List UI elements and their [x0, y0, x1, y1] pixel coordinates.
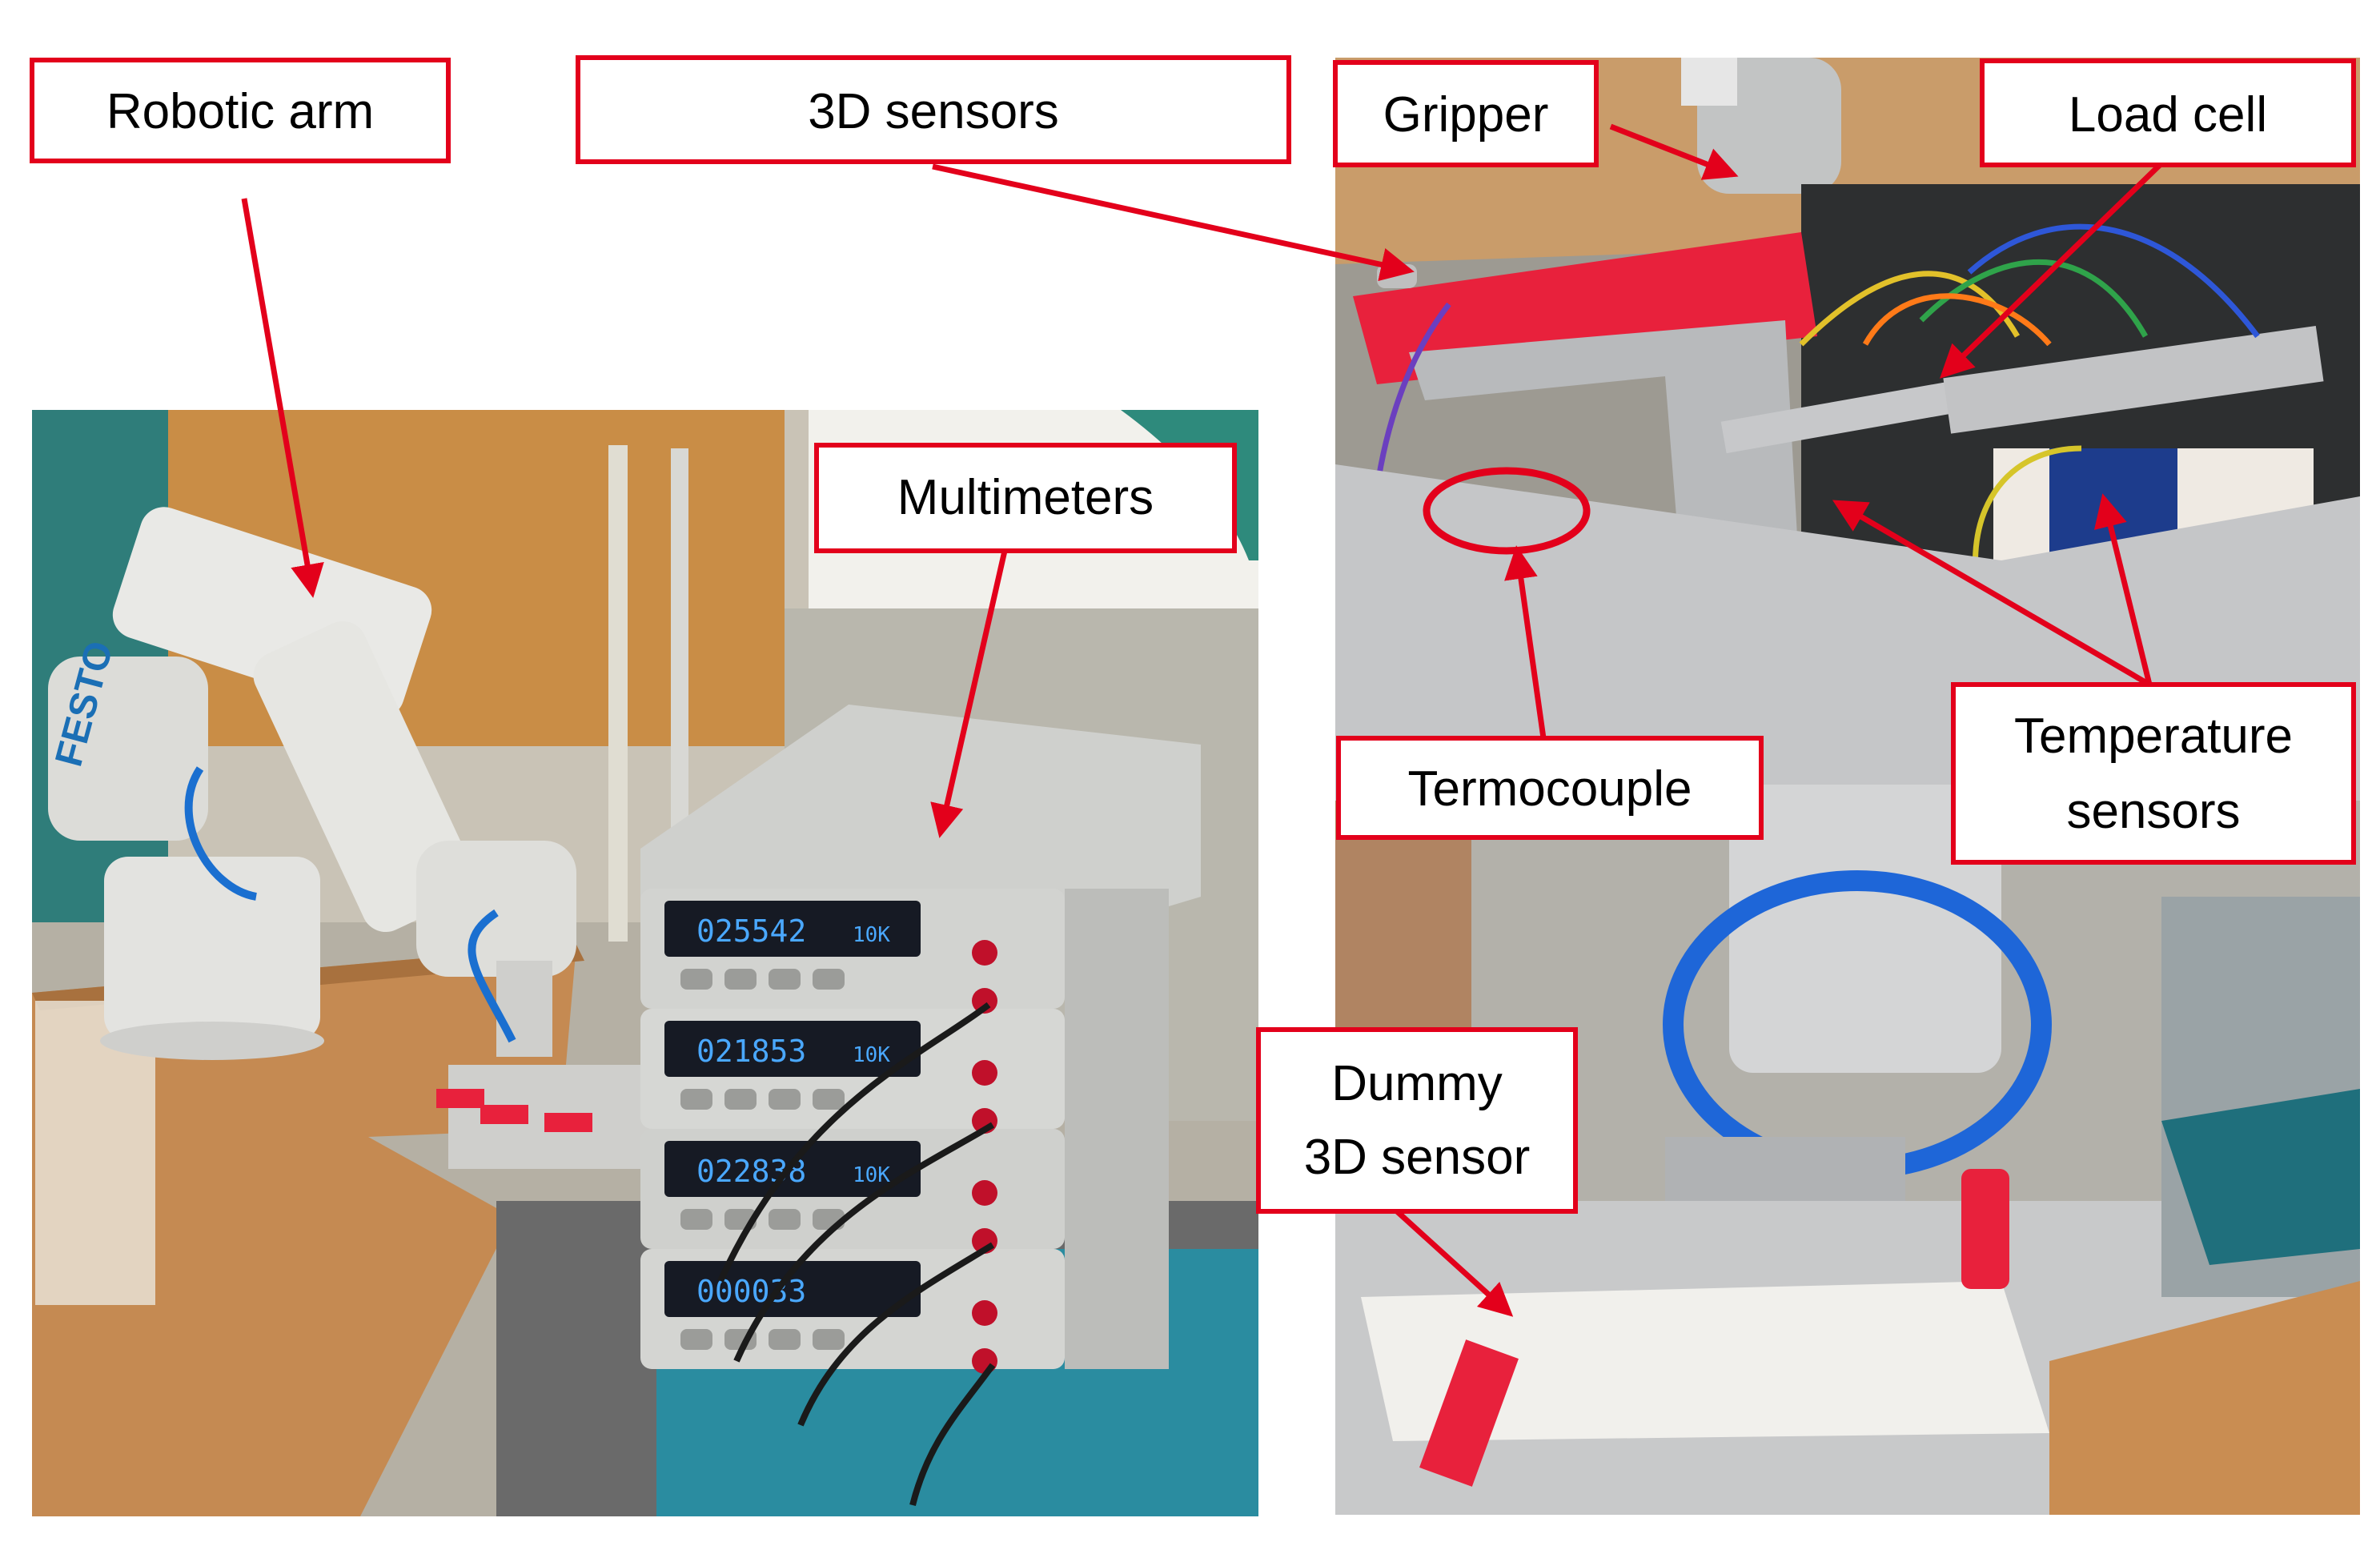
arrow-robotic-arm — [241, 198, 324, 598]
label-robotic-arm: Robotic arm — [30, 58, 451, 163]
label-dummy-3d-sensor-line2: 3D sensor — [1304, 1130, 1531, 1185]
label-load-cell-text: Load cell — [2069, 87, 2267, 143]
left-photo: FESTO 025542 10K 021853 10K 0 — [32, 410, 1258, 1516]
label-robotic-arm-text: Robotic arm — [106, 84, 374, 139]
arrow-3d-sensors — [932, 163, 1415, 282]
arrow-load-cell — [1939, 163, 2162, 379]
multimeter-range: 10K — [853, 923, 890, 947]
label-termocouple-text: Termocouple — [1408, 761, 1692, 817]
label-multimeters: Multimeters — [814, 443, 1237, 553]
label-dummy-3d-sensor-line1: Dummy — [1331, 1056, 1503, 1111]
label-temperature-sensors: Temperature sensors — [1951, 682, 2356, 865]
label-dummy-3d-sensor: Dummy 3D sensor — [1256, 1027, 1578, 1214]
arrow-temperature-sensors-2 — [2093, 493, 2153, 685]
multimeter-readout: 025542 — [696, 914, 806, 949]
label-temperature-sensors-line2: sensors — [2066, 784, 2240, 839]
label-gripper-text: Gripper — [1383, 87, 1549, 143]
label-gripper: Gripper — [1333, 60, 1599, 167]
multimeter-readout: 000033 — [696, 1274, 806, 1309]
arrow-dummy-3d-sensor — [1395, 1209, 1514, 1317]
arrow-multimeters — [930, 550, 1008, 838]
arrow-termocouple — [1504, 545, 1547, 739]
label-3d-sensors-text: 3D sensors — [808, 84, 1059, 139]
label-multimeters-text: Multimeters — [897, 470, 1154, 525]
arrow-temperature-sensors-1 — [1832, 500, 2151, 688]
label-3d-sensors: 3D sensors — [576, 55, 1291, 164]
multimeter-stack: 025542 10K 021853 10K 022838 10K 000033 — [640, 705, 1201, 1506]
multimeter-range: 10K — [853, 1043, 890, 1067]
label-termocouple: Termocouple — [1336, 736, 1764, 840]
label-load-cell: Load cell — [1980, 58, 2356, 167]
annotation-arrows — [241, 123, 2162, 1317]
multimeter-range: 10K — [853, 1163, 890, 1187]
arrow-gripper — [1609, 123, 1739, 180]
multimeter-readout: 021853 — [696, 1034, 806, 1069]
right-photo — [1335, 58, 2360, 1515]
label-temperature-sensors-line1: Temperature — [2014, 709, 2293, 764]
